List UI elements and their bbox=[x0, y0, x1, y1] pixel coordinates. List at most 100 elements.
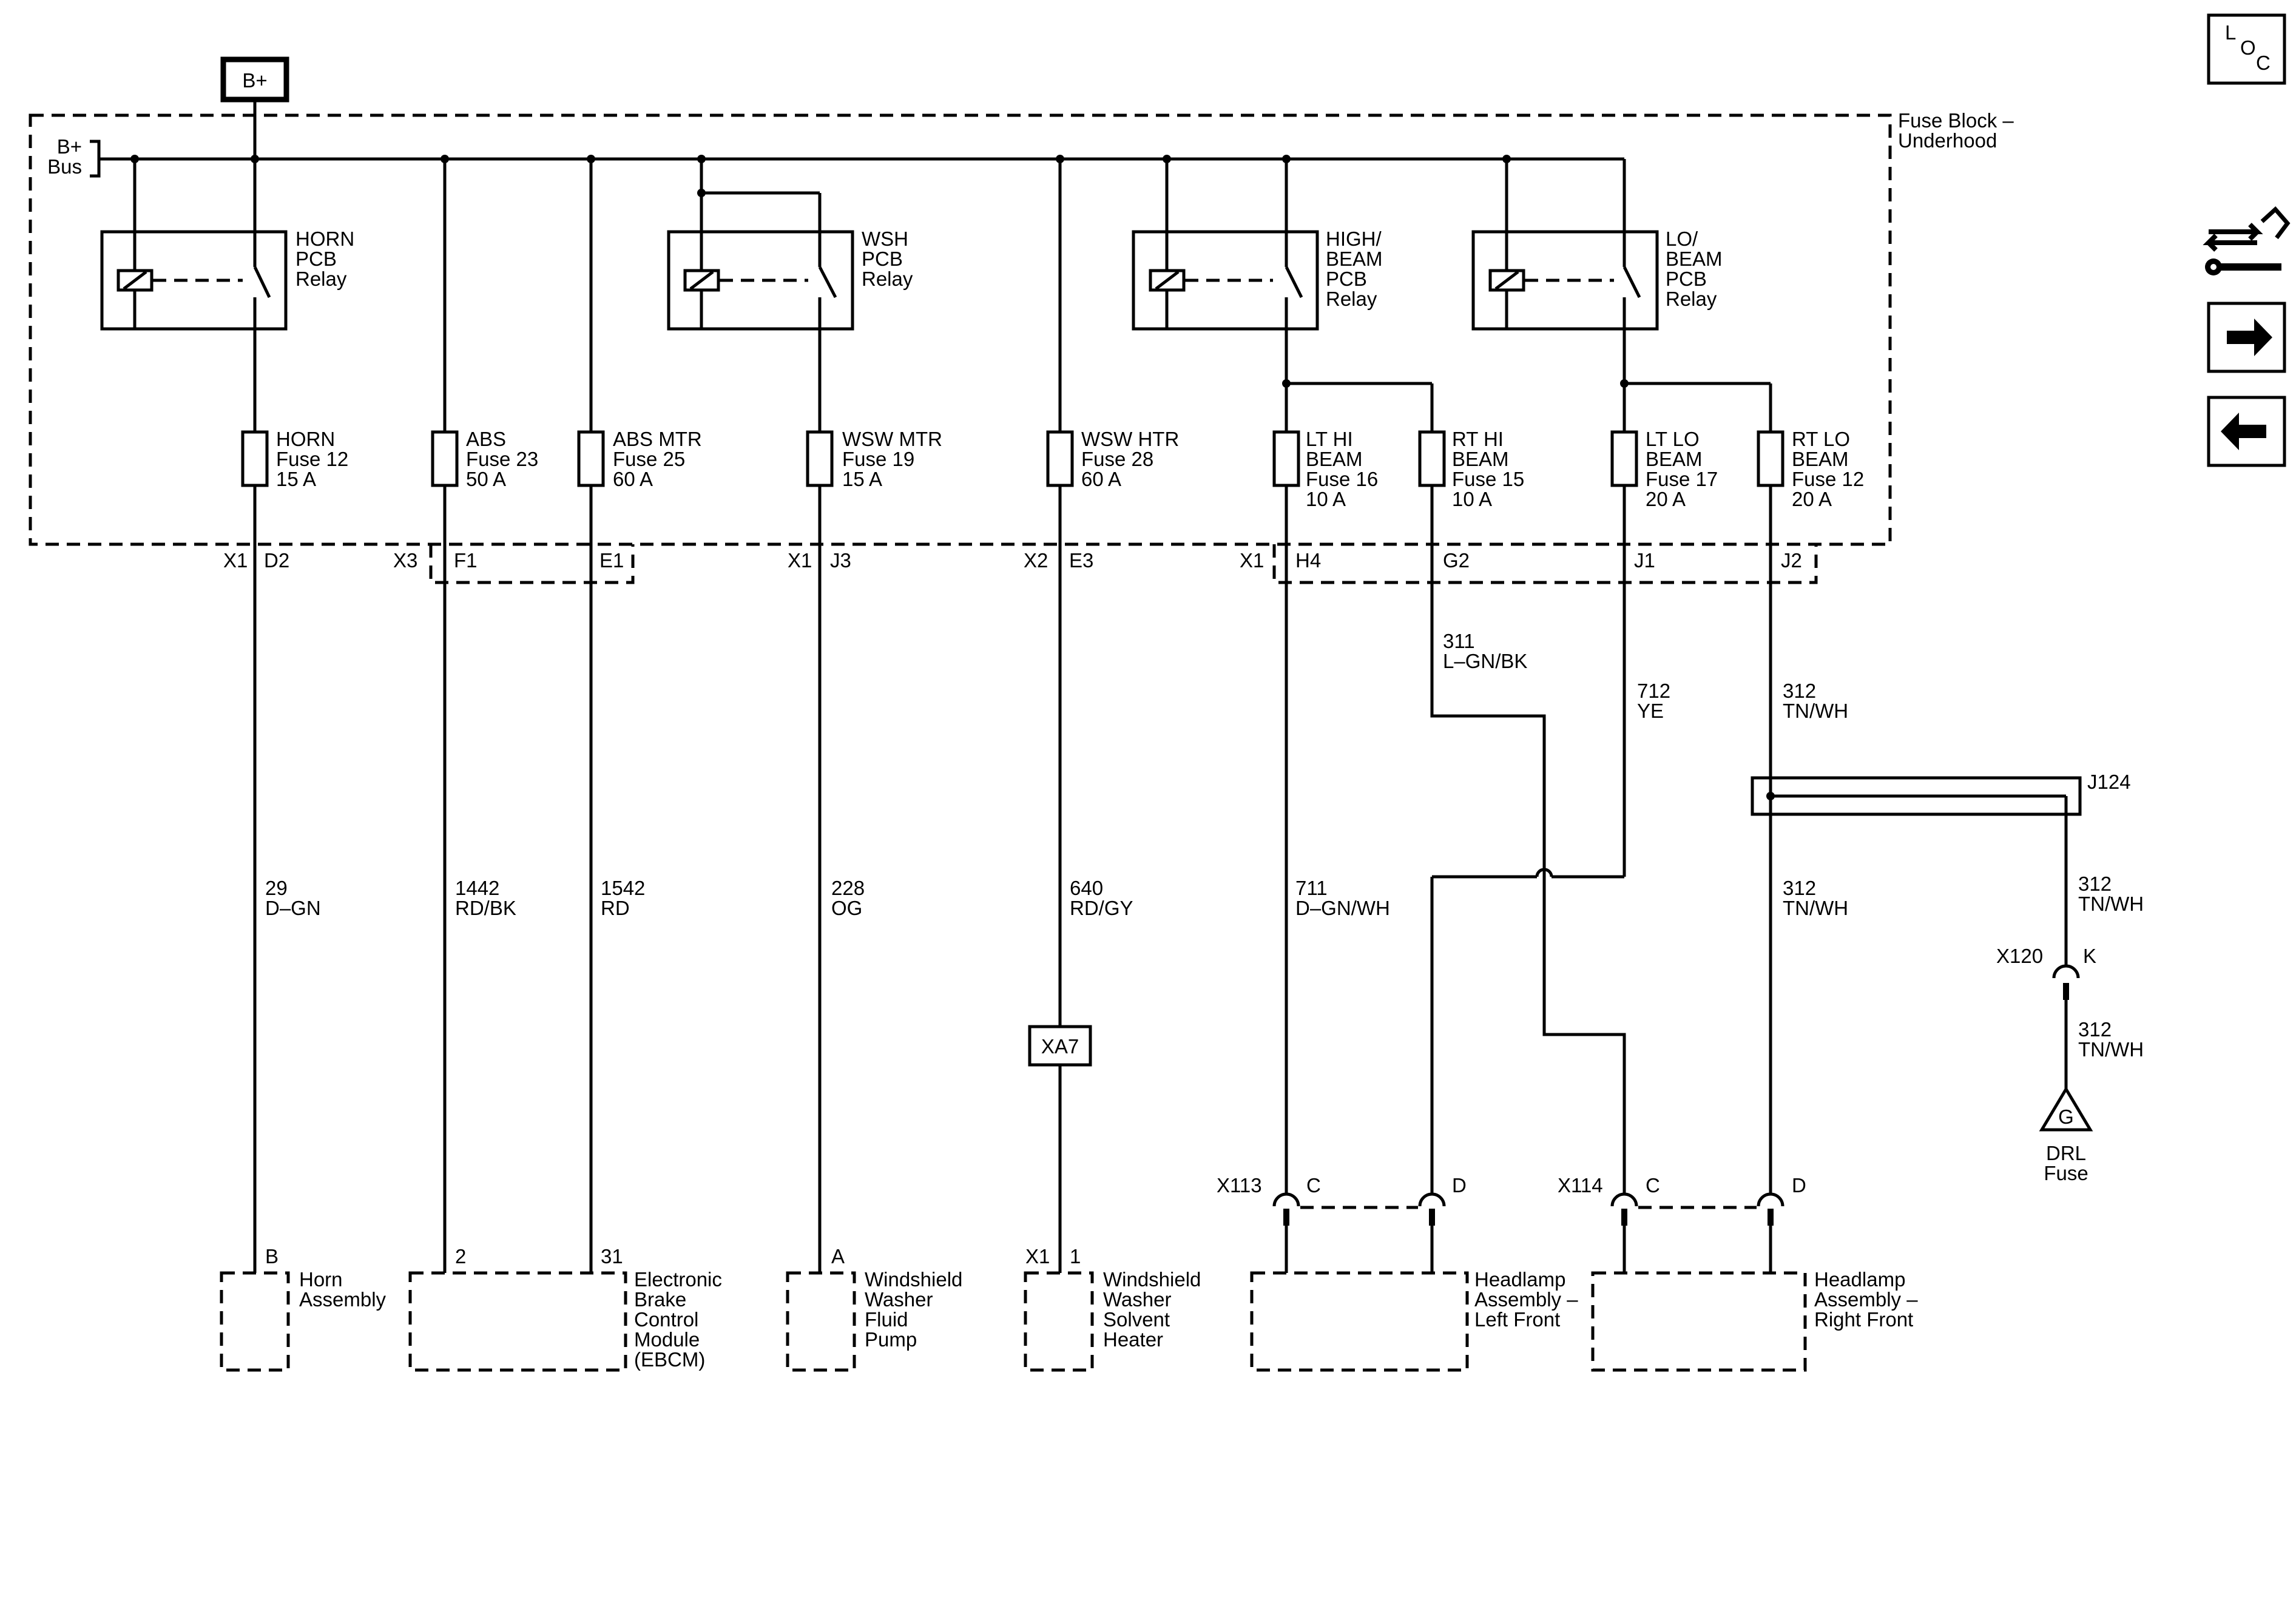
washer-solvent-heater bbox=[1024, 1271, 1094, 1372]
solvent-heater-pin-1: 1 bbox=[1070, 1245, 1081, 1268]
fuse-block-boundary bbox=[29, 113, 1892, 546]
component-tools-icon[interactable] bbox=[2203, 206, 2291, 275]
horn-relay-coil bbox=[116, 269, 154, 292]
abs-fuse bbox=[431, 430, 459, 487]
x120-label: X120 bbox=[1996, 945, 2043, 967]
high-beam-relay-coil bbox=[1149, 269, 1186, 292]
headlamp-left-front bbox=[1250, 1271, 1469, 1372]
x1-headlamp-connector-housing bbox=[1272, 544, 1818, 584]
wsh-relay bbox=[667, 230, 854, 331]
ebcm-pin-31: 31 bbox=[601, 1245, 623, 1268]
x120-pin-k: K bbox=[2083, 945, 2096, 967]
horn-fuse bbox=[241, 430, 269, 487]
x114-d-terminal bbox=[1757, 1192, 1784, 1207]
next-page-button[interactable] bbox=[2207, 302, 2286, 373]
washer-fluid-pump bbox=[786, 1271, 856, 1372]
wire-rt-hi bbox=[1430, 485, 1626, 1189]
conn-j2: J2 bbox=[1781, 549, 1802, 572]
b-plus-source-label: B+ bbox=[242, 69, 267, 92]
x114-pin-c: C bbox=[1646, 1174, 1660, 1197]
xa7-label: XA7 bbox=[1041, 1035, 1079, 1058]
lt-lo-beam-fuse bbox=[1610, 430, 1638, 487]
wsw-mtr-fuse bbox=[806, 430, 834, 487]
x3-connector-housing bbox=[429, 544, 635, 584]
x113-pin-c: C bbox=[1306, 1174, 1321, 1197]
b-plus-bus-bracket bbox=[90, 140, 101, 178]
conn-x1-b: X1 bbox=[788, 549, 812, 572]
x114-pin-d: D bbox=[1792, 1174, 1806, 1197]
horn-assembly bbox=[220, 1271, 290, 1372]
rt-lo-beam-fuse bbox=[1757, 430, 1784, 487]
wsw-htr-fuse bbox=[1046, 430, 1074, 487]
lo-beam-relay bbox=[1471, 230, 1659, 331]
b-plus-source-box bbox=[220, 56, 289, 103]
arrow-left-icon bbox=[2221, 413, 2266, 450]
conn-x2: X2 bbox=[1024, 549, 1048, 572]
drl-ground-letter: G bbox=[2058, 1106, 2074, 1128]
x114-c-terminal bbox=[1610, 1192, 1638, 1207]
conn-f1: F1 bbox=[454, 549, 478, 572]
ebcm bbox=[408, 1271, 627, 1372]
j124-label: J124 bbox=[2087, 771, 2131, 793]
prev-page-button[interactable] bbox=[2207, 396, 2286, 467]
xa7-connector bbox=[1028, 1025, 1092, 1067]
arrow-right-icon bbox=[2227, 319, 2272, 356]
horn-pin-b: B bbox=[265, 1245, 279, 1268]
conn-e3: E3 bbox=[1069, 549, 1093, 572]
conn-x1-a: X1 bbox=[223, 549, 248, 572]
abs-mtr-fuse bbox=[577, 430, 605, 487]
high-beam-relay bbox=[1132, 230, 1319, 331]
fuse-block-label: Fuse Block –Underhood bbox=[1898, 109, 2014, 152]
washer-pump-pin-a: A bbox=[831, 1245, 845, 1268]
svg-text:L: L bbox=[2225, 21, 2236, 44]
x113-pin-d: D bbox=[1452, 1174, 1467, 1197]
horn-relay bbox=[100, 230, 288, 331]
b-plus-bus-label: B+Bus bbox=[47, 135, 82, 178]
conn-j1: J1 bbox=[1634, 549, 1655, 572]
conn-j3: J3 bbox=[830, 549, 851, 572]
headlamp-right-front bbox=[1591, 1271, 1807, 1372]
ebcm-pin-2: 2 bbox=[455, 1245, 466, 1268]
svg-text:C: C bbox=[2256, 52, 2271, 74]
conn-x3: X3 bbox=[393, 549, 417, 572]
conn-d2: D2 bbox=[264, 549, 289, 572]
conn-g2: G2 bbox=[1443, 549, 1470, 572]
solvent-heater-conn-x1: X1 bbox=[1025, 1245, 1050, 1268]
j124-splice bbox=[1751, 776, 2082, 816]
loc-button[interactable]: L O C bbox=[2207, 13, 2286, 85]
svg-text:O: O bbox=[2240, 36, 2256, 59]
conn-h4: H4 bbox=[1295, 549, 1321, 572]
x113-label: X113 bbox=[1217, 1174, 1262, 1197]
conn-x1-c: X1 bbox=[1240, 549, 1264, 572]
lt-hi-beam-fuse bbox=[1272, 430, 1300, 487]
